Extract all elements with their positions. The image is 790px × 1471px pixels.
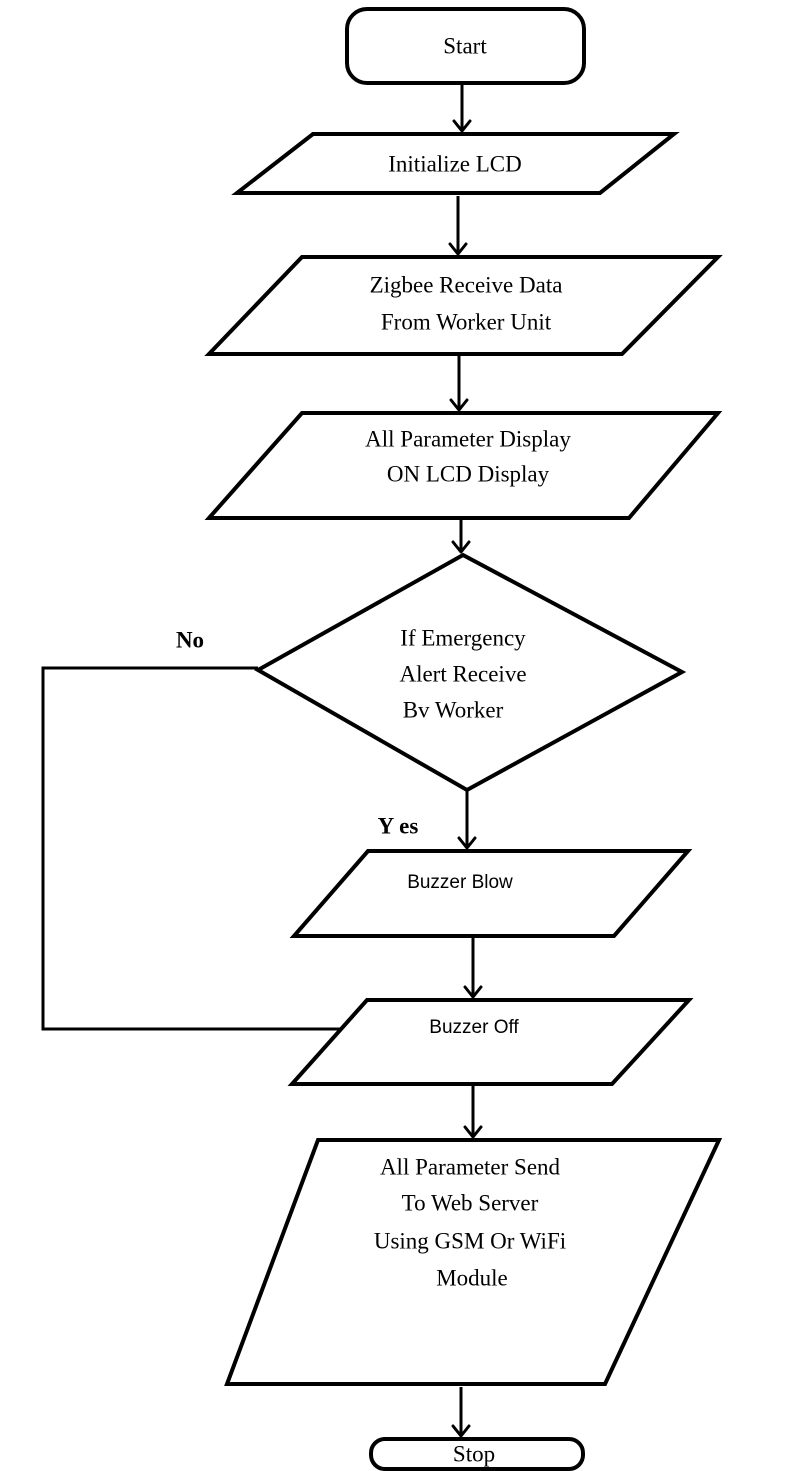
display-line-2: ON LCD Display — [387, 461, 550, 486]
buzzer-off-box — [287, 998, 694, 1086]
buzzer-blow-box — [289, 849, 693, 938]
zigbee-line-2: From Worker Unit — [381, 309, 552, 334]
decision-line-1: If Emergency — [400, 625, 526, 650]
decision-line-3: Bv Worker — [403, 697, 504, 722]
yes-label: Y es — [378, 813, 419, 838]
no-label: No — [176, 627, 204, 652]
send-line-4: Module — [436, 1265, 508, 1290]
send-line-1: All Parameter Send — [380, 1154, 561, 1179]
stop-terminator — [369, 1437, 585, 1471]
send-box — [224, 1138, 723, 1386]
start-label: Start — [443, 33, 487, 58]
zigbee-line-1: Zigbee Receive Data — [370, 272, 563, 297]
arrow-decision-no — [41, 666, 350, 1031]
stop-label: Stop — [453, 1441, 495, 1466]
start-terminator — [345, 7, 586, 85]
send-line-2: To Web Server — [402, 1190, 539, 1215]
zigbee-box — [204, 255, 723, 356]
display-line-1: All Parameter Display — [365, 426, 571, 451]
send-line-3: Using GSM Or WiFi — [374, 1228, 566, 1253]
buzzer-blow-label: Buzzer Blow — [407, 872, 513, 893]
display-box — [204, 411, 723, 520]
init-lcd-box — [231, 132, 680, 195]
decision-line-2: Alert Receive — [399, 661, 526, 686]
emergency-decision — [253, 552, 687, 793]
init-lcd-label: Initialize LCD — [388, 151, 522, 176]
buzzer-off-label: Buzzer Off — [429, 1017, 519, 1038]
